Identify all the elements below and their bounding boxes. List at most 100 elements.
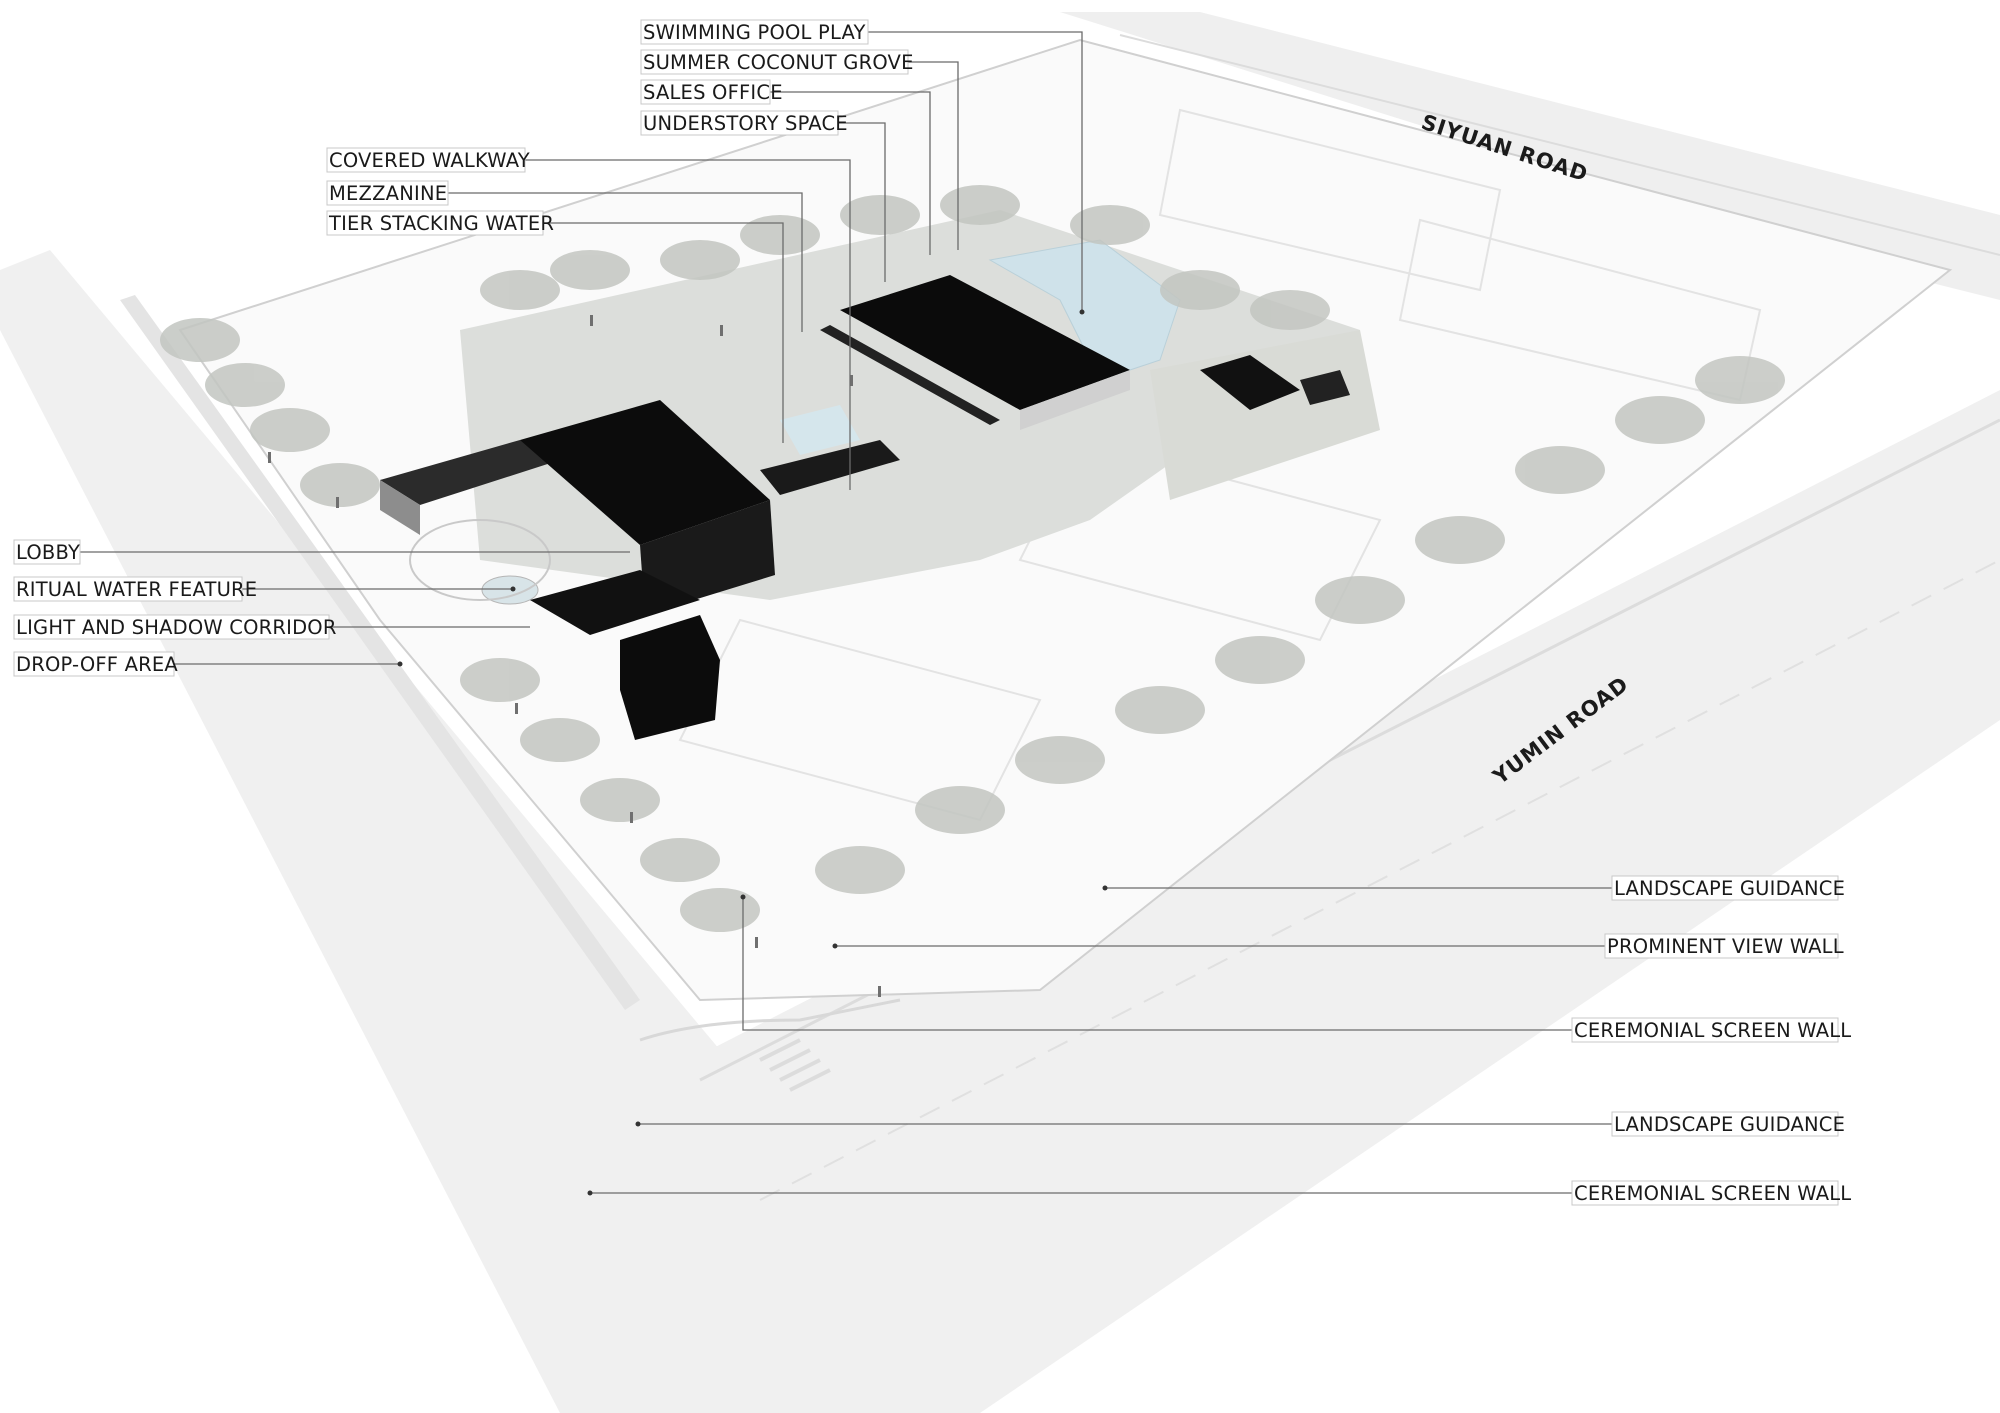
future-building-footprint-1 [1158,108,1502,292]
lobby-wing-roof [380,440,560,505]
callout-ceremonial-screen-wall-1: CEREMONIAL SCREEN WALL [1571,1017,1851,1043]
crosswalk [759,1038,831,1092]
siyuan-road-centerline [1119,34,2000,256]
tree-canopy [1615,396,1705,444]
leader-covered-walkway [525,159,851,490]
callout-leaders [80,31,1612,1196]
tree-canopy [840,195,920,235]
person-figure [268,452,271,463]
tree-canopy [460,658,540,702]
callout-ritual-water-feature-text: RITUAL WATER FEATURE [16,578,257,601]
callout-sales-office-text: SALES OFFICE [643,81,783,104]
leader-summer-coconut-grove [908,61,959,250]
tree-canopy [1515,446,1605,494]
tree-canopy [940,185,1020,225]
callout-ceremonial-screen-wall-1-text: CEREMONIAL SCREEN WALL [1574,1019,1851,1042]
leader-tier-stacking-water [543,222,784,443]
tree-canopy [1070,205,1150,245]
sales-office-canopy [820,325,1000,425]
callout-understory-space: UNDERSTORY SPACE [640,110,848,136]
callout-tier-stacking-water: TIER STACKING WATER [326,210,554,236]
tree-canopy [480,270,560,310]
callout-landscape-guidance-1: LANDSCAPE GUIDANCE [1611,875,1845,901]
east-pavilion-annex [1300,370,1350,405]
person-figure [336,497,339,508]
west-road-median [120,295,640,1010]
sales-office-facade [1020,370,1130,430]
person-figure [878,986,881,997]
east-pavilion-roof [1200,355,1300,410]
leader-sales-office [770,91,931,255]
tree-canopy [660,240,740,280]
callout-ceremonial-screen-wall-2-text: CEREMONIAL SCREEN WALL [1574,1182,1851,1205]
leader-anchor [740,894,746,900]
tree-canopy [520,718,600,762]
drop-off-loop [409,519,551,601]
callout-understory-space-text: UNDERSTORY SPACE [643,112,848,135]
tree-canopy [1115,686,1205,734]
ritual-water-feature-basin [481,575,539,605]
lobby-wing-facade [380,480,420,535]
callout-covered-walkway: COVERED WALKWAY [326,147,530,173]
leader-anchor [635,1121,641,1127]
sales-office-roof [840,275,1130,410]
leader-swimming-pool-play [868,31,1083,312]
leader-understory-space [838,122,886,282]
tree-canopy [250,408,330,452]
tree-canopy [1015,736,1105,784]
callout-landscape-guidance-1-text: LANDSCAPE GUIDANCE [1614,877,1845,900]
callout-light-and-shadow-corridor: LIGHT AND SHADOW CORRIDOR [13,614,337,640]
callout-mezzanine: MEZZANINE [326,180,449,206]
callout-drop-off-area-text: DROP-OFF AREA [16,653,178,676]
callout-drop-off-area: DROP-OFF AREA [13,651,178,677]
callout-landscape-guidance-2-text: LANDSCAPE GUIDANCE [1614,1113,1845,1136]
road-network [0,12,2000,1413]
person-figure [850,375,853,386]
callout-light-and-shadow-corridor-text: LIGHT AND SHADOW CORRIDOR [16,616,337,639]
callout-landscape-guidance-2: LANDSCAPE GUIDANCE [1611,1111,1845,1137]
yumin-road-centerline [759,559,2000,1201]
tree-canopy [1250,290,1330,330]
people [268,315,881,997]
tree-canopy [580,778,660,822]
west-road [0,250,720,1413]
callout-sales-office: SALES OFFICE [640,79,783,105]
callout-lobby: LOBBY [13,539,81,565]
callout-covered-walkway-text: COVERED WALKWAY [329,149,530,172]
tree-canopy [740,215,820,255]
tree-canopy [1695,356,1785,404]
callout-ritual-water-feature: RITUAL WATER FEATURE [13,576,257,602]
person-figure [515,703,518,714]
yumin-road [690,390,2000,1413]
tree-canopy [640,838,720,882]
callout-lobby-text: LOBBY [16,541,80,564]
person-figure [720,325,723,336]
callout-swimming-pool-play-text: SWIMMING POOL PLAY [643,21,866,44]
tree-canopy [1315,576,1405,624]
tree-canopy [160,318,240,362]
leader-ceremonial-screen-wall-1 [742,897,1572,1031]
intersection-curve [639,998,901,1042]
callout-summer-coconut-grove-text: SUMMER COCONUT GROVE [643,51,914,74]
callout-prominent-view-wall: PROMINENT VIEW WALL [1604,933,1844,959]
callout-prominent-view-wall-text: PROMINENT VIEW WALL [1607,935,1844,958]
person-figure [630,812,633,823]
tree-canopy [550,250,630,290]
callout-labels: SWIMMING POOL PLAY SUMMER COCONUT GROVE … [13,19,1851,1206]
sales-hall-facade [640,500,775,615]
callout-swimming-pool-play: SWIMMING POOL PLAY [640,19,869,45]
leader-anchor [832,943,838,949]
tree-canopy [1415,516,1505,564]
person-figure [755,937,758,948]
covered-walkway-roof [760,440,900,495]
leader-anchor [510,586,516,592]
tree-canopy [815,846,905,894]
tree-canopy [300,463,380,507]
leader-anchor [1102,885,1108,891]
corridor-block [620,615,720,740]
callout-summer-coconut-grove: SUMMER COCONUT GROVE [640,49,914,75]
tree-canopy [680,888,760,932]
callout-tier-stacking-water-text: TIER STACKING WATER [328,212,554,235]
leader-anchor [397,661,403,667]
